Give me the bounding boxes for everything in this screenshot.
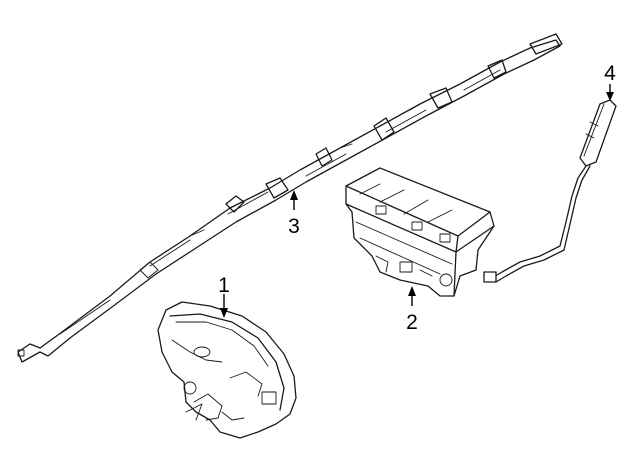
callout-4-label: 4 xyxy=(604,62,616,85)
curtain-airbag-part xyxy=(17,33,563,363)
callout-4: 4 xyxy=(604,62,616,101)
callout-2: 2 xyxy=(406,286,418,334)
callout-3: 3 xyxy=(288,190,300,238)
side-sensor-part xyxy=(483,99,617,283)
callout-1-label: 1 xyxy=(218,274,230,297)
callout-3-label: 3 xyxy=(288,215,300,238)
callout-2-label: 2 xyxy=(406,311,418,334)
passenger-airbag-part xyxy=(345,167,495,297)
driver-airbag-part xyxy=(157,301,297,439)
callout-1: 1 xyxy=(218,274,230,318)
